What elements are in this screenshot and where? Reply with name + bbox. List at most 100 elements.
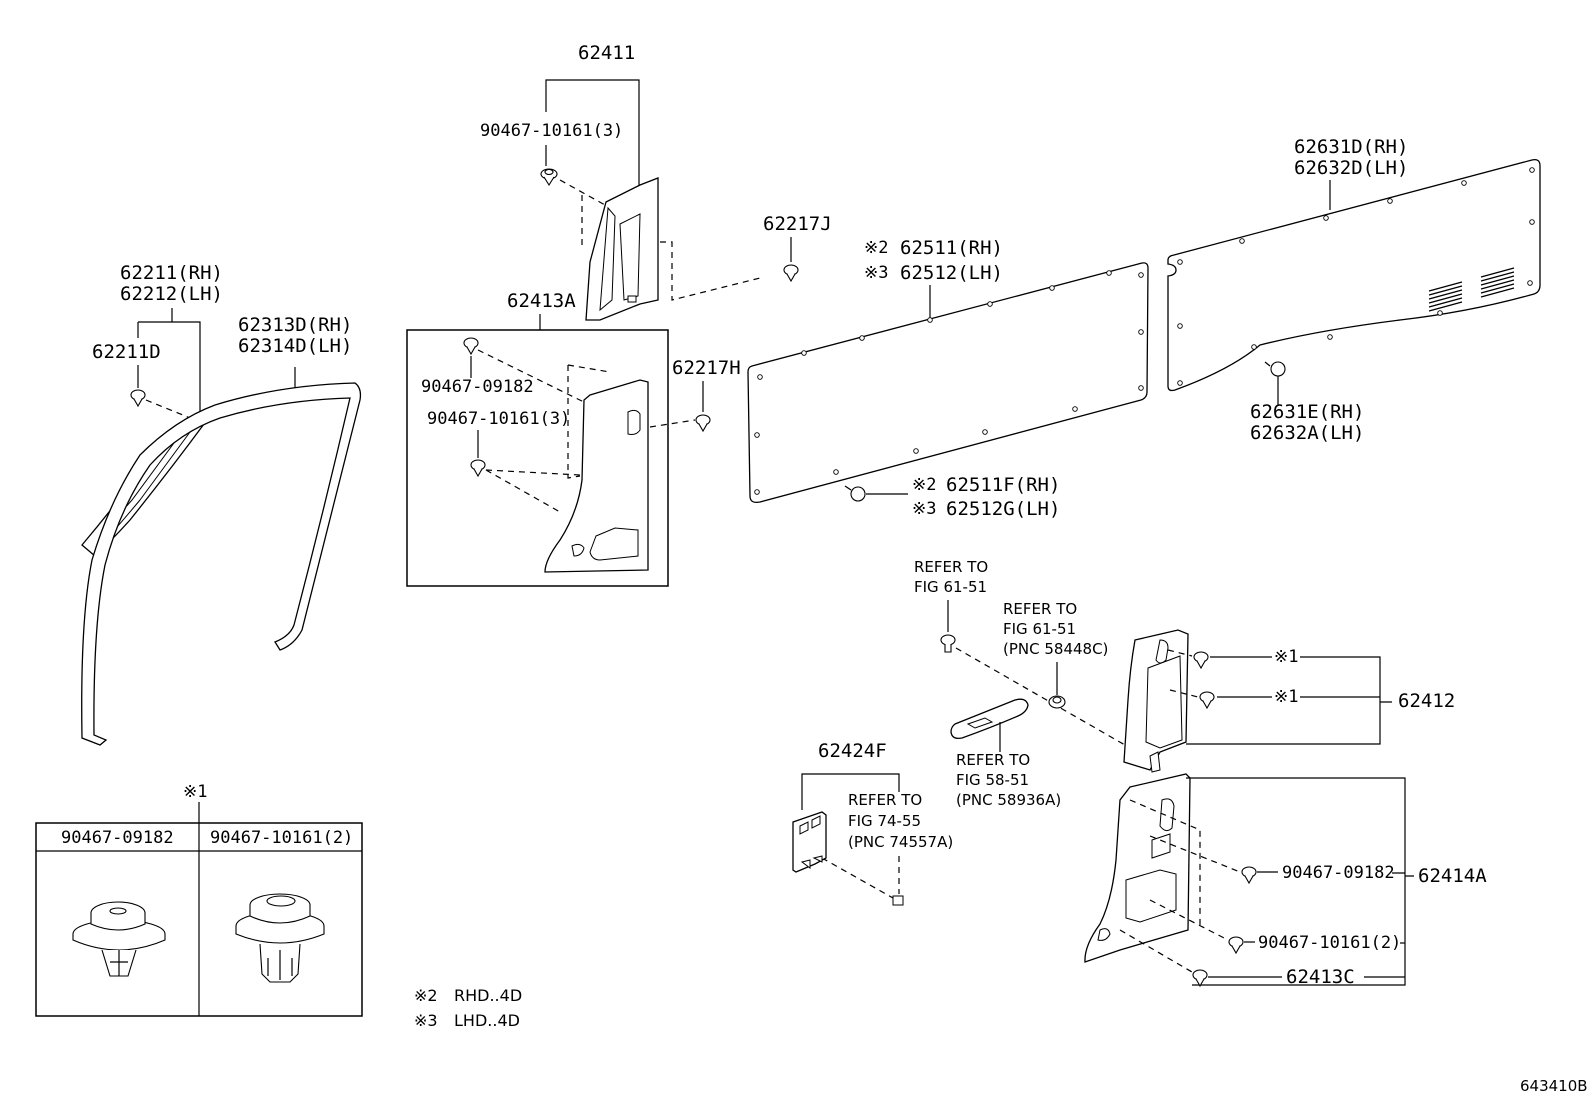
label-62631D[interactable]: 62631D(RH) [1294, 136, 1408, 158]
part-62313D-group: 62313D(RH) 62314D(LH) [81, 314, 362, 746]
part-62217H-group: 62217H [672, 357, 741, 433]
legend-col1[interactable]: 90467-09182 [61, 828, 174, 848]
reference-fig-61-51-pnc: REFER TO FIG 61-51 (PNC 58448C) [1003, 600, 1108, 709]
footnotes: ※2 RHD..4D ※3 LHD..4D [414, 986, 522, 1030]
label-62413A[interactable]: 62413A [507, 290, 576, 312]
label-62413C[interactable]: 62413C [1286, 966, 1355, 988]
label-62512G[interactable]: 62512G(LH) [946, 498, 1060, 520]
clip-icon [463, 337, 479, 356]
clip-icon [540, 168, 558, 187]
mark-2-62511: ※2 [864, 238, 888, 258]
label-62413A-clip2[interactable]: 90467-10161(3) [427, 409, 570, 429]
reference-fig-58-51: REFER TO FIG 58-51 (PNC 58936A) [950, 698, 1061, 809]
label-62211D[interactable]: 62211D [92, 341, 161, 363]
ref2-line1[interactable]: REFER TO [1003, 600, 1077, 618]
label-62511[interactable]: 62511(RH) [900, 237, 1003, 259]
part-62217J-group: 62217J [763, 213, 832, 283]
leader-62211 [138, 308, 201, 418]
part-62631D-group: 62631D(RH) 62632D(LH) [1167, 136, 1541, 392]
reference-fig-61-51: REFER TO FIG 61-51 [914, 558, 1126, 746]
ref2-line2[interactable]: FIG 61-51 [1003, 620, 1076, 638]
door-opening-weatherstrip-62313D[interactable] [81, 382, 362, 746]
label-62511F[interactable]: 62511F(RH) [946, 474, 1060, 496]
legend-title: ※1 [183, 782, 207, 802]
clip-10161-icon [235, 893, 325, 983]
label-62631E[interactable]: 62631E(RH) [1250, 401, 1364, 423]
legend-col2[interactable]: 90467-10161(2) [210, 828, 353, 848]
part-62211-group: 62211(RH) 62212(LH) 62211D [81, 262, 223, 557]
clip-icon [783, 264, 799, 283]
clip-icon [1228, 936, 1244, 955]
mark-3-62512G: ※3 [912, 499, 936, 519]
ref3-line2[interactable]: FIG 58-51 [956, 771, 1029, 789]
label-62211[interactable]: 62211(RH) [120, 262, 223, 284]
part-62411-group: 62411 90467-10161(3) [480, 42, 761, 321]
label-62411[interactable]: 62411 [578, 42, 635, 64]
nut-icon [1048, 695, 1066, 709]
clip-09182-icon [72, 901, 166, 977]
clip-icon [1241, 866, 1257, 885]
mark-1-62412-a: ※1 [1274, 647, 1298, 667]
speaker-grille [1428, 267, 1515, 312]
label-62412[interactable]: 62412 [1398, 690, 1455, 712]
part-62412-group: ※1 ※1 62412 [1123, 629, 1455, 773]
clip-icon [130, 389, 146, 408]
center-pillar-garnish-62413A[interactable] [544, 379, 649, 573]
quarter-trim-panel-62511[interactable] [747, 262, 1149, 504]
footnote-2-text: RHD..4D [454, 986, 522, 1005]
ref2-line3[interactable]: (PNC 58448C) [1003, 640, 1108, 658]
clip-icon [1199, 691, 1215, 710]
push-clip-icon [1264, 361, 1286, 377]
label-62314D[interactable]: 62314D(LH) [238, 335, 352, 357]
ref4-line2[interactable]: FIG 74-55 [848, 812, 921, 830]
ref1-line1[interactable]: REFER TO [914, 558, 988, 576]
clip-icon [1193, 651, 1209, 670]
footnote-2-mark: ※2 [414, 986, 438, 1005]
leader-62424F [801, 773, 900, 810]
ref4-line1[interactable]: REFER TO [848, 791, 922, 809]
ref4-line3[interactable]: (PNC 74557A) [848, 833, 953, 851]
leader-62411 [545, 79, 640, 193]
label-62632A[interactable]: 62632A(LH) [1250, 422, 1364, 444]
part-62511F-group: ※2 62511F(RH) ※3 62512G(LH) [844, 474, 1060, 520]
footnote-3-text: LHD..4D [454, 1011, 520, 1030]
rear-trim-panel-62631D[interactable] [1167, 158, 1541, 392]
mark-3-62512: ※3 [864, 263, 888, 283]
label-62414A[interactable]: 62414A [1418, 865, 1487, 887]
label-62414A-clip1[interactable]: 90467-09182 [1282, 863, 1395, 883]
label-62512[interactable]: 62512(LH) [900, 262, 1003, 284]
clip-icon [695, 414, 711, 433]
ref3-line3[interactable]: (PNC 58936A) [956, 791, 1061, 809]
label-62217H[interactable]: 62217H [672, 357, 741, 379]
part-62414A-group: 90467-09182 62414A 90467-10161(2) 62413C [1084, 773, 1487, 988]
part-62511-group: ※2 62511(RH) ※3 62512(LH) [747, 237, 1149, 504]
footnote-3-mark: ※3 [414, 1011, 438, 1030]
mark-2-62511F: ※2 [912, 475, 936, 495]
part-62424F-group: 62424F REFER TO FIG 74-55 (PNC 74557A) [792, 740, 953, 906]
clip-icon [1192, 969, 1208, 988]
leader-62412 [1186, 656, 1392, 745]
label-62217J[interactable]: 62217J [763, 213, 832, 235]
seat-belt-anchor-cover[interactable] [950, 698, 1029, 740]
connector-icon [892, 895, 904, 906]
label-62411-clip[interactable]: 90467-10161(3) [480, 121, 623, 141]
bolt-icon [940, 634, 956, 653]
label-62632D[interactable]: 62632D(LH) [1294, 157, 1408, 179]
label-62313D[interactable]: 62313D(RH) [238, 314, 352, 336]
ref3-line1[interactable]: REFER TO [956, 751, 1030, 769]
part-62631E-group: 62631E(RH) 62632A(LH) [1250, 361, 1364, 444]
panel-holes [754, 270, 1144, 495]
mark-1-62412-b: ※1 [1274, 687, 1298, 707]
label-62414A-clip2[interactable]: 90467-10161(2) [1258, 933, 1401, 953]
push-clip-icon [844, 485, 866, 502]
label-62413A-clip1[interactable]: 90467-09182 [421, 377, 534, 397]
label-62212[interactable]: 62212(LH) [120, 283, 223, 305]
clip-icon [470, 459, 486, 478]
figure-id: 643410B [1520, 1077, 1588, 1095]
legend-clip-types: ※1 90467-09182 90467-10161(2) [35, 782, 363, 1017]
ref1-line2[interactable]: FIG 61-51 [914, 578, 987, 596]
panel-holes [1177, 167, 1535, 386]
label-62424F[interactable]: 62424F [818, 740, 887, 762]
assembly-box-62413A [406, 329, 669, 587]
